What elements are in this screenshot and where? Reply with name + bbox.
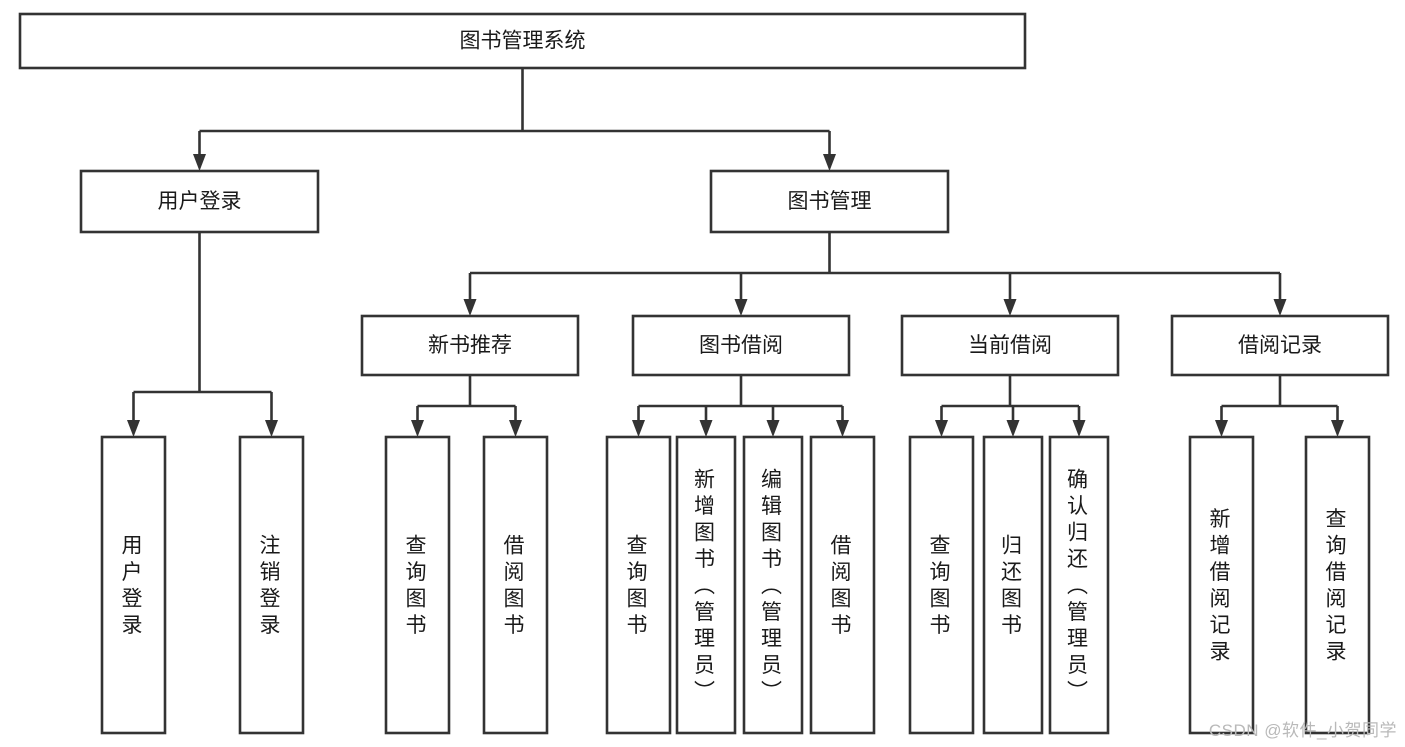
node-label: 注销登录: [260, 535, 284, 638]
arrowhead-icon: [411, 420, 424, 437]
node-layer: 图书管理系统用户登录图书管理新书推荐图书借阅当前借阅借阅记录用户登录注销登录查询…: [18, 12, 1390, 735]
node-label: 归还图书: [1001, 535, 1025, 638]
arrowhead-icon: [1215, 420, 1228, 437]
arrowhead-icon: [1072, 420, 1086, 437]
node-box: [675, 435, 737, 735]
node-label: 图书管理: [788, 190, 872, 213]
node-label: 确认归还︵管理员︶: [1067, 468, 1091, 703]
arrowhead-icon: [127, 420, 140, 437]
node-box: [100, 435, 167, 735]
arrowhead-icon: [265, 420, 278, 437]
arrowhead-icon: [1331, 420, 1344, 437]
connector-layer: [127, 68, 1344, 437]
node-book-borrow[interactable]: 图书借阅: [631, 314, 851, 377]
node-leaf-confirm-return[interactable]: 确认归还︵管理员︶: [1048, 435, 1110, 735]
node-label: 借阅记录: [1238, 334, 1322, 357]
arrowhead-icon: [509, 420, 522, 437]
node-label: 查询图书: [627, 535, 651, 638]
arrowhead-icon: [1273, 299, 1287, 316]
arrowhead-icon: [766, 420, 780, 437]
arrowhead-icon: [836, 420, 849, 437]
node-label: 新增借阅记录: [1210, 508, 1234, 664]
node-box: [79, 169, 320, 234]
node-label: 查询借阅记录: [1326, 508, 1350, 664]
node-leaf-borrow-book-2[interactable]: 借阅图书: [809, 435, 876, 735]
node-leaf-add-record[interactable]: 新增借阅记录: [1188, 435, 1255, 735]
node-box: [1304, 435, 1371, 735]
node-box: [631, 314, 851, 377]
node-leaf-query-record[interactable]: 查询借阅记录: [1304, 435, 1371, 735]
node-label: 借阅图书: [831, 535, 855, 638]
node-box: [742, 435, 804, 735]
node-box: [360, 314, 580, 377]
node-label: 查询图书: [406, 535, 430, 638]
node-box: [482, 435, 549, 735]
node-label: 新书推荐: [428, 334, 512, 357]
node-box: [709, 169, 950, 234]
node-box: [900, 314, 1120, 377]
node-leaf-add-book[interactable]: 新增图书︵管理员︶: [675, 435, 737, 735]
node-label: 图书借阅: [699, 334, 783, 357]
node-label: 查询图书: [930, 535, 954, 638]
node-leaf-user-login[interactable]: 用户登录: [100, 435, 167, 735]
node-label: 编辑图书︵管理员︶: [761, 468, 785, 703]
node-leaf-return-book[interactable]: 归还图书: [982, 435, 1044, 735]
node-box: [982, 435, 1044, 735]
node-leaf-edit-book[interactable]: 编辑图书︵管理员︶: [742, 435, 804, 735]
node-box: [908, 435, 975, 735]
arrowhead-icon: [1006, 420, 1020, 437]
node-leaf-query-book-2[interactable]: 查询图书: [605, 435, 672, 735]
node-new-book-rec[interactable]: 新书推荐: [360, 314, 580, 377]
arrowhead-icon: [935, 420, 948, 437]
arrowhead-icon: [699, 420, 713, 437]
arrowhead-icon: [632, 420, 645, 437]
arrowhead-icon: [734, 299, 748, 316]
node-box: [238, 435, 305, 735]
node-box: [384, 435, 451, 735]
node-label: 新增图书︵管理员︶: [694, 468, 718, 703]
node-box: [1188, 435, 1255, 735]
node-label: 用户登录: [122, 535, 146, 638]
arrowhead-icon: [1003, 299, 1017, 316]
node-leaf-query-book-3[interactable]: 查询图书: [908, 435, 975, 735]
node-label: 用户登录: [158, 190, 242, 213]
node-label: 图书管理系统: [460, 30, 586, 53]
node-book-manage[interactable]: 图书管理: [709, 169, 950, 234]
node-label: 当前借阅: [968, 334, 1052, 357]
node-label: 借阅图书: [504, 535, 528, 638]
node-user-login[interactable]: 用户登录: [79, 169, 320, 234]
arrowhead-icon: [463, 299, 477, 316]
arrowhead-icon: [823, 154, 836, 171]
node-box: [1048, 435, 1110, 735]
node-current-borrow[interactable]: 当前借阅: [900, 314, 1120, 377]
node-box: [809, 435, 876, 735]
node-leaf-borrow-book-1[interactable]: 借阅图书: [482, 435, 549, 735]
node-root[interactable]: 图书管理系统: [18, 12, 1027, 70]
node-box: [1170, 314, 1390, 377]
node-box: [18, 12, 1027, 70]
arrowhead-icon: [193, 154, 206, 171]
node-box: [605, 435, 672, 735]
node-leaf-query-book-1[interactable]: 查询图书: [384, 435, 451, 735]
node-leaf-logout[interactable]: 注销登录: [238, 435, 305, 735]
node-borrow-record[interactable]: 借阅记录: [1170, 314, 1390, 377]
